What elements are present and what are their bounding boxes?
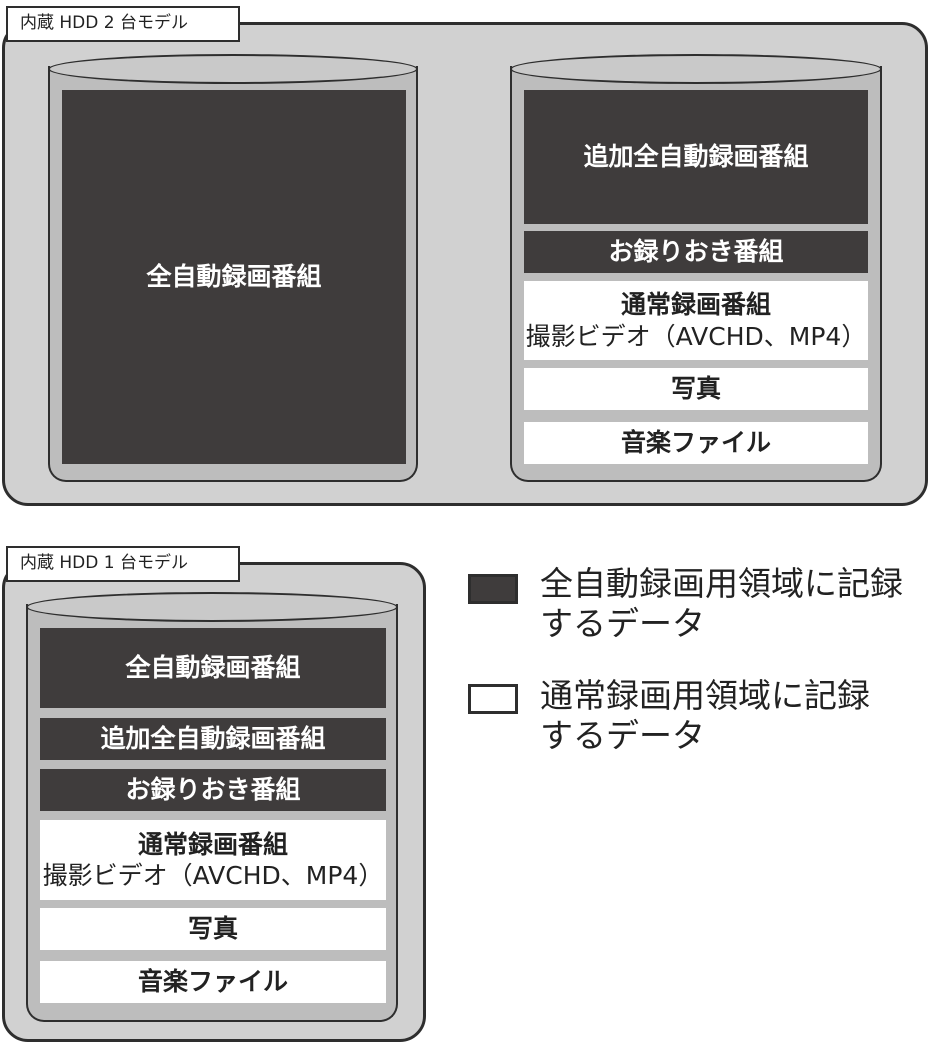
- right-hdd-music: 音楽ファイル: [524, 422, 868, 464]
- right-hdd-normal-recordings: 通常録画番組 撮影ビデオ（AVCHD、MP4）: [524, 281, 868, 360]
- block-label: 写真: [187, 914, 238, 944]
- legend-light-label: 通常録画用領域に記録 するデータ: [540, 676, 870, 755]
- single-hdd-music: 音楽ファイル: [40, 961, 386, 1003]
- single-hdd-cylinder-top: [26, 592, 398, 622]
- block-label: 追加全自動録画番組: [100, 724, 326, 754]
- block-label: 全自動録画番組: [146, 262, 322, 292]
- legend-dark-label: 全自動録画用領域に記録 するデータ: [540, 564, 903, 643]
- right-hdd-keep-recordings: お録りおき番組: [524, 231, 868, 273]
- right-hdd-additional-auto: 追加全自動録画番組: [524, 90, 868, 224]
- block-label: お録りおき番組: [125, 775, 301, 805]
- legend-dark-swatch: [468, 574, 518, 604]
- single-hdd-additional-auto: 追加全自動録画番組: [40, 718, 386, 760]
- block-sublabel: 撮影ビデオ（AVCHD、MP4）: [525, 321, 867, 351]
- single-hdd-keep-recordings: お録りおき番組: [40, 769, 386, 811]
- left-hdd-cylinder-top: [48, 54, 418, 84]
- right-hdd-cylinder-top: [510, 54, 882, 84]
- block-label: 全自動録画番組: [125, 653, 301, 683]
- block-sublabel: 撮影ビデオ（AVCHD、MP4）: [42, 861, 384, 890]
- block-label: 通常録画番組: [620, 290, 771, 320]
- block-label: 音楽ファイル: [137, 967, 288, 997]
- one-hdd-model-tab: 内蔵 HDD 1 台モデル: [6, 546, 240, 582]
- block-label: 写真: [670, 374, 721, 404]
- right-hdd-photos: 写真: [524, 368, 868, 410]
- left-hdd-auto-recording: 全自動録画番組: [62, 90, 406, 464]
- single-hdd-normal-recordings: 通常録画番組 撮影ビデオ（AVCHD、MP4）: [40, 820, 386, 900]
- legend-light-swatch: [468, 684, 518, 714]
- block-label: お録りおき番組: [608, 237, 784, 267]
- block-label: 通常録画番組: [137, 829, 288, 859]
- block-label: 音楽ファイル: [620, 428, 771, 458]
- two-hdd-model-tab: 内蔵 HDD 2 台モデル: [6, 6, 240, 42]
- single-hdd-auto-recording: 全自動録画番組: [40, 628, 386, 708]
- block-label: 追加全自動録画番組: [583, 142, 809, 172]
- single-hdd-photos: 写真: [40, 908, 386, 950]
